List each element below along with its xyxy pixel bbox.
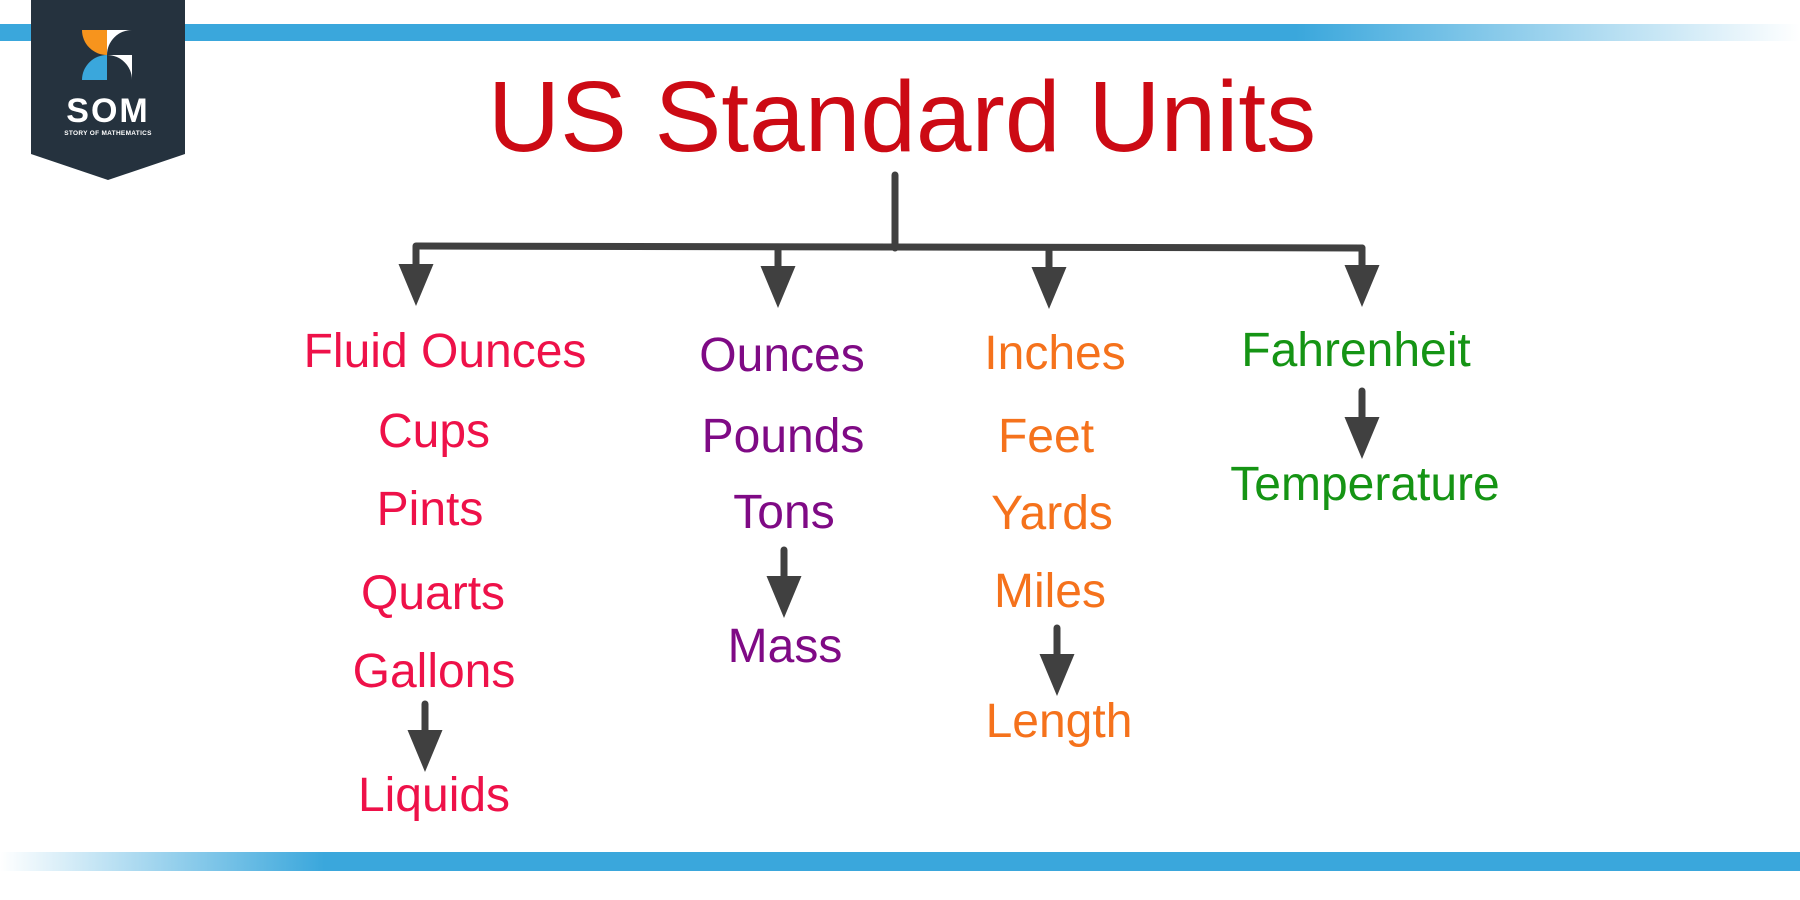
branch-bar bbox=[412, 242, 1366, 252]
unit-miles: Miles bbox=[993, 565, 1107, 618]
category-length: Length bbox=[985, 695, 1133, 748]
logo-mark-icon bbox=[82, 30, 132, 80]
unit-feet: Feet bbox=[997, 410, 1095, 463]
category-liquids: Liquids bbox=[357, 769, 511, 822]
unit-pints: Pints bbox=[376, 483, 484, 536]
bottom-stripe bbox=[0, 852, 1800, 871]
diagram-title: US Standard Units bbox=[487, 61, 1317, 173]
unit-fahrenheit: Fahrenheit bbox=[1241, 324, 1471, 377]
unit-gallons: Gallons bbox=[352, 645, 516, 698]
unit-pounds: Pounds bbox=[701, 410, 865, 463]
logo-subtext: STORY OF MATHEMATICS bbox=[64, 130, 152, 137]
unit-cups: Cups bbox=[377, 405, 491, 458]
unit-yards: Yards bbox=[991, 487, 1113, 540]
category-temperature: Temperature bbox=[1230, 458, 1500, 511]
unit-ounces: Ounces bbox=[699, 329, 865, 382]
unit-tons: Tons bbox=[733, 486, 835, 539]
unit-fluid-ounces: Fluid Ounces bbox=[303, 325, 587, 378]
unit-quarts: Quarts bbox=[360, 567, 506, 620]
top-stripe bbox=[0, 24, 1800, 41]
category-mass: Mass bbox=[727, 620, 843, 673]
logo-text: SOM bbox=[66, 92, 150, 130]
som-logo bbox=[31, 0, 185, 180]
unit-inches: Inches bbox=[984, 327, 1126, 380]
